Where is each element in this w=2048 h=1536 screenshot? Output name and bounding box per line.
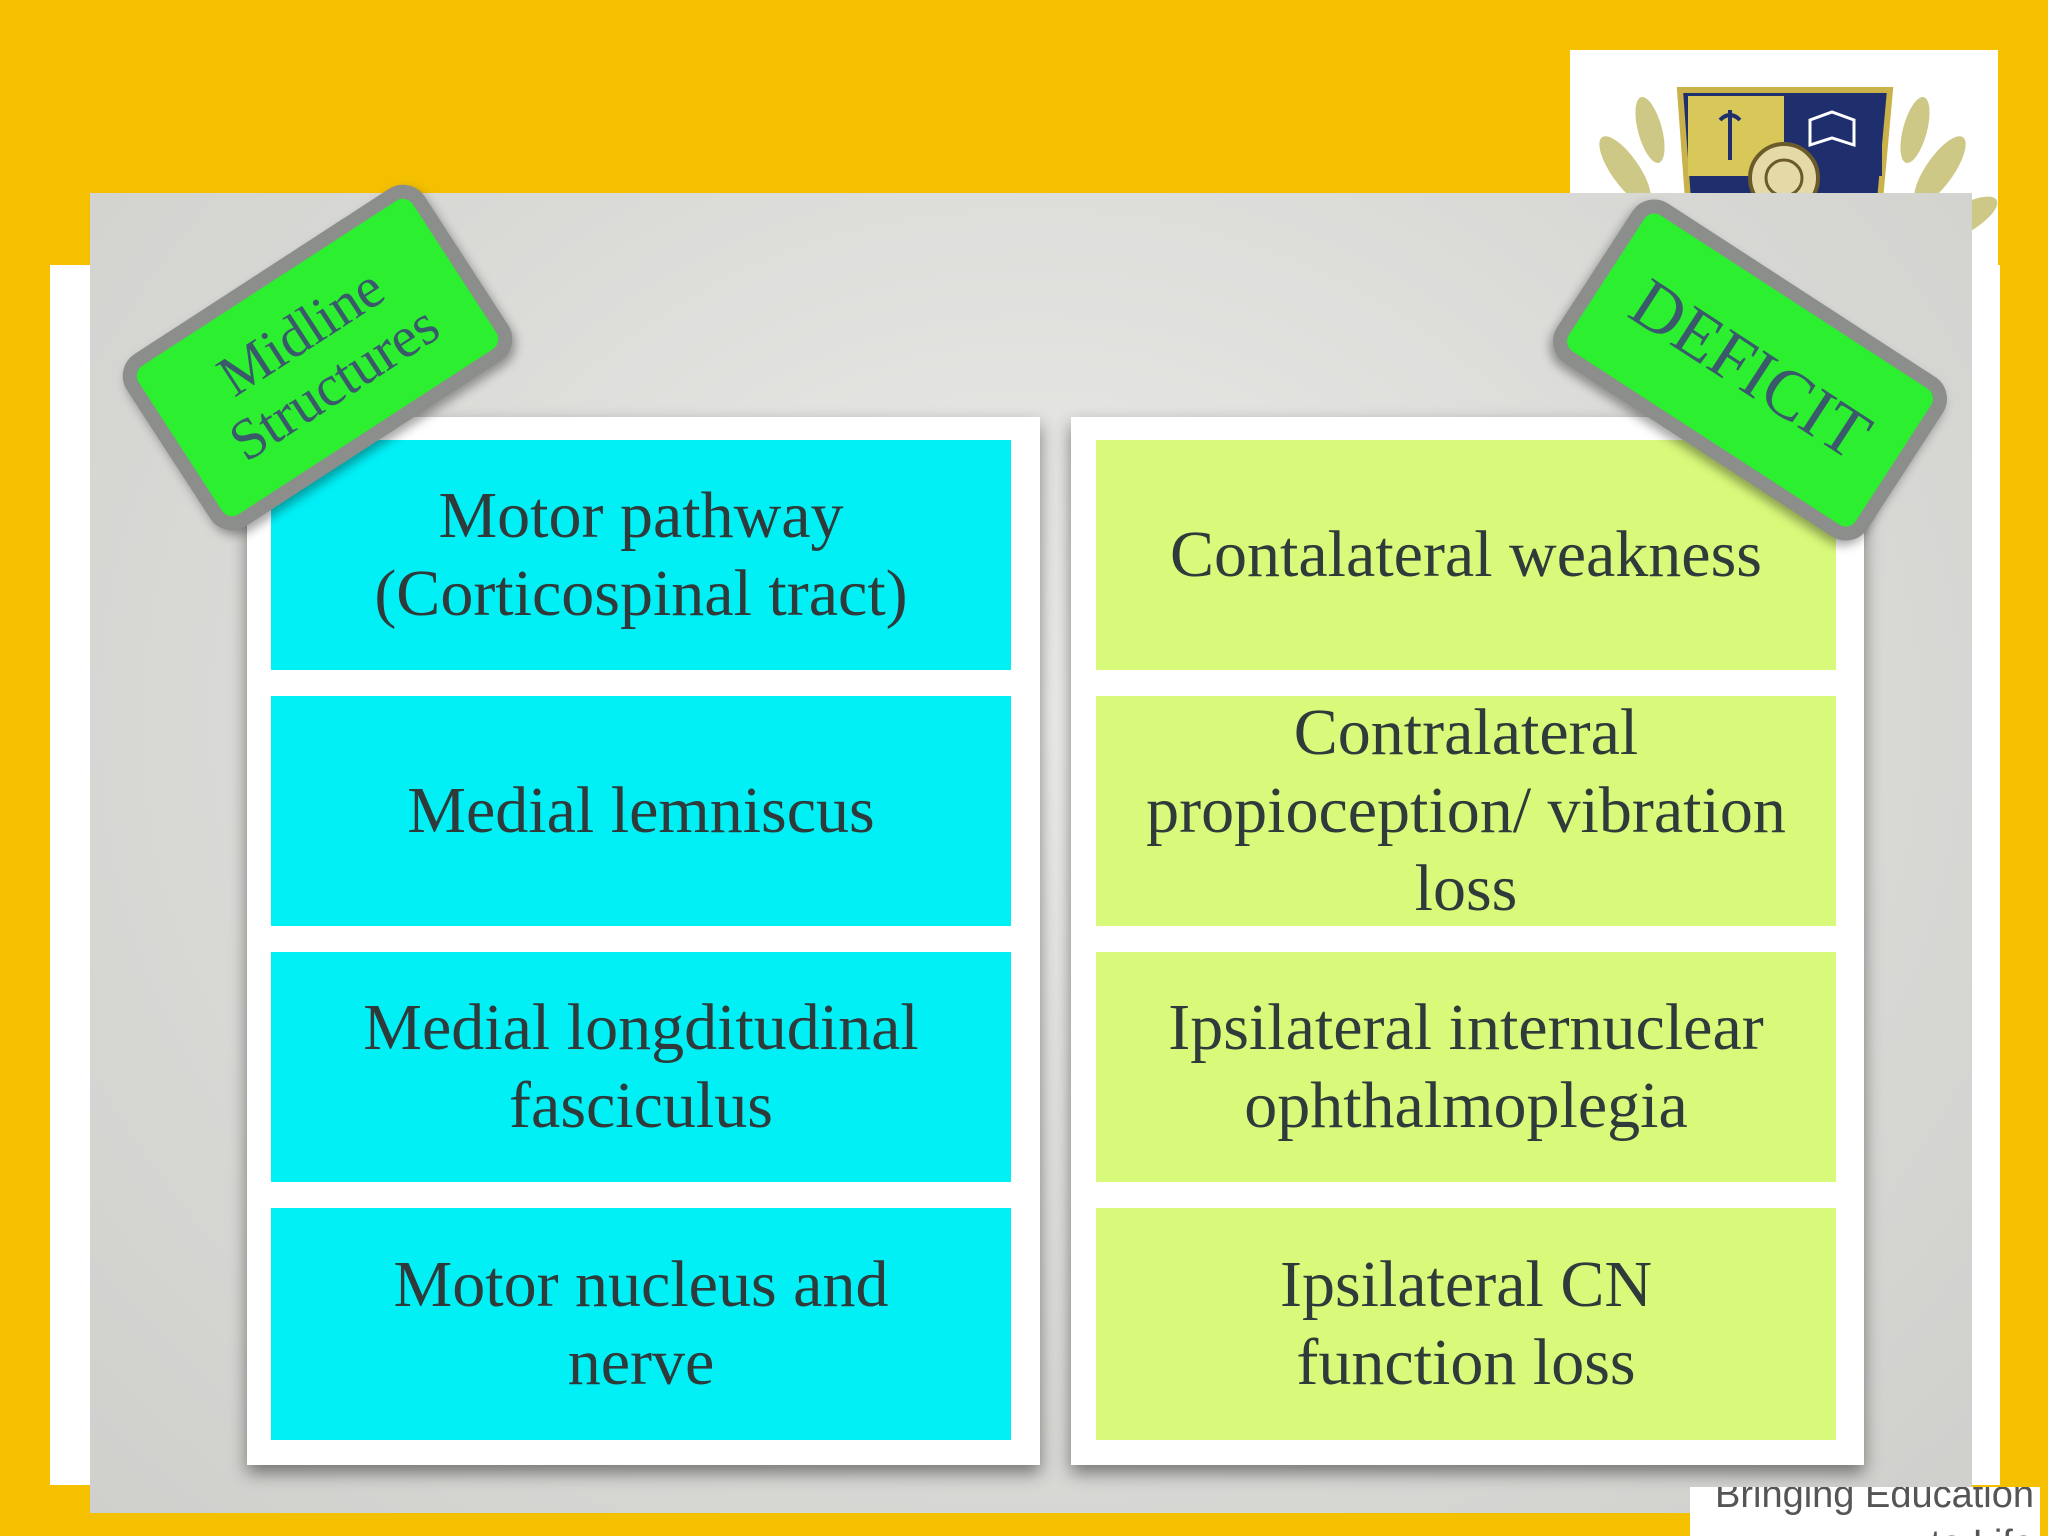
structure-cell-1: Motor pathway (Corticospinal tract): [271, 440, 1011, 670]
structure-cell-2: Medial lemniscus: [271, 696, 1011, 926]
deficit-cell-2: Contralateral propioception/ vibration l…: [1096, 696, 1836, 926]
structures-panel: Motor pathway (Corticospinal tract) Medi…: [247, 417, 1040, 1465]
deficits-panel: Contalateral weakness Contralateral prop…: [1071, 417, 1864, 1465]
deficit-cell-4: Ipsilateral CN function loss: [1096, 1208, 1836, 1440]
deficit-cell-1: Contalateral weakness: [1096, 440, 1836, 670]
structure-cell-4: Motor nucleus and nerve: [271, 1208, 1011, 1440]
deficit-cell-3: Ipsilateral internuclear ophthalmoplegia: [1096, 952, 1836, 1182]
footer-tagline: Bringing Education to Life: [1690, 1487, 2040, 1536]
structure-cell-3: Medial longditudinal fasciculus: [271, 952, 1011, 1182]
